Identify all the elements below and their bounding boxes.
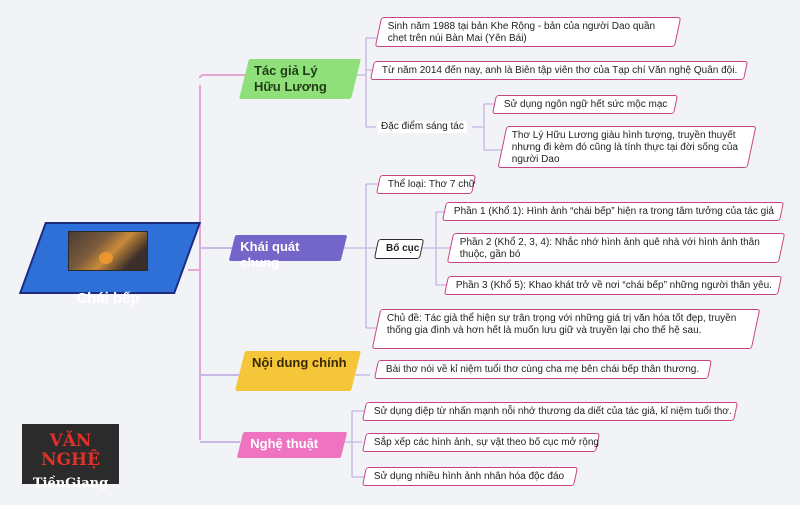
label-author-features: Đặc điểm sáng tác bbox=[378, 121, 467, 133]
leaf-features-imagery[interactable]: Thơ Lý Hữu Lương giàu hình tượng, truyền… bbox=[497, 126, 757, 168]
branch-author-label: Tác giả Lý Hữu Lương bbox=[254, 63, 327, 94]
leaf-overview-genre[interactable]: Thể loại: Thơ 7 chữ bbox=[375, 175, 477, 194]
leaf-content-summary[interactable]: Bài thơ nói về kỉ niệm tuổi thơ cùng cha… bbox=[373, 360, 713, 379]
center-title: Chái bếp bbox=[76, 290, 140, 307]
branch-overview[interactable]: Khái quát chung bbox=[228, 235, 348, 270]
chai-bep-photo bbox=[68, 231, 148, 271]
branch-content-label: Nội dung chính bbox=[251, 355, 347, 370]
branch-art[interactable]: Nghệ thuật bbox=[236, 432, 348, 458]
node-structure[interactable]: Bố cục bbox=[373, 239, 425, 259]
leaf-author-birth[interactable]: Sinh năm 1988 tại bản Khe Rộng - bản của… bbox=[374, 17, 682, 47]
leaf-structure-part1[interactable]: Phần 1 (Khổ 1): Hình ảnh “chái bếp” hiện… bbox=[441, 202, 785, 221]
leaf-author-career[interactable]: Từ năm 2014 đến nay, anh là Biên tập viê… bbox=[369, 61, 749, 80]
leaf-overview-theme[interactable]: Chủ đề: Tác giả thể hiện sự trân trọng v… bbox=[371, 309, 761, 349]
leaf-art-repetition[interactable]: Sử dụng điệp từ nhấn mạnh nỗi nhớ thương… bbox=[361, 402, 739, 421]
logo-line1: VĂN NGHỆ bbox=[40, 431, 101, 470]
branch-content[interactable]: Nội dung chính bbox=[235, 351, 361, 391]
logo-line2: TiềnGiang bbox=[32, 476, 109, 491]
leaf-structure-part2[interactable]: Phần 2 (Khổ 2, 3, 4): Nhắc nhớ hình ảnh … bbox=[446, 233, 786, 263]
leaf-art-personification[interactable]: Sử dụng nhiều hình ảnh nhân hóa độc đáo bbox=[361, 467, 579, 486]
branch-overview-label: Khái quát chung bbox=[240, 239, 300, 270]
leaf-structure-part3[interactable]: Phần 3 (Khổ 5): Khao khát trở về nơi “ch… bbox=[443, 276, 783, 295]
leaf-features-language[interactable]: Sử dụng ngôn ngữ hết sức mộc mạc bbox=[491, 95, 679, 114]
branch-art-label: Nghệ thuật bbox=[250, 436, 319, 451]
branch-author[interactable]: Tác giả Lý Hữu Lương bbox=[239, 59, 361, 99]
van-nghe-logo: VĂN NGHỆ TiềnGiang bbox=[22, 424, 119, 491]
leaf-art-arrangement[interactable]: Sắp xếp các hình ảnh, sự vật theo bố cục… bbox=[361, 433, 601, 452]
